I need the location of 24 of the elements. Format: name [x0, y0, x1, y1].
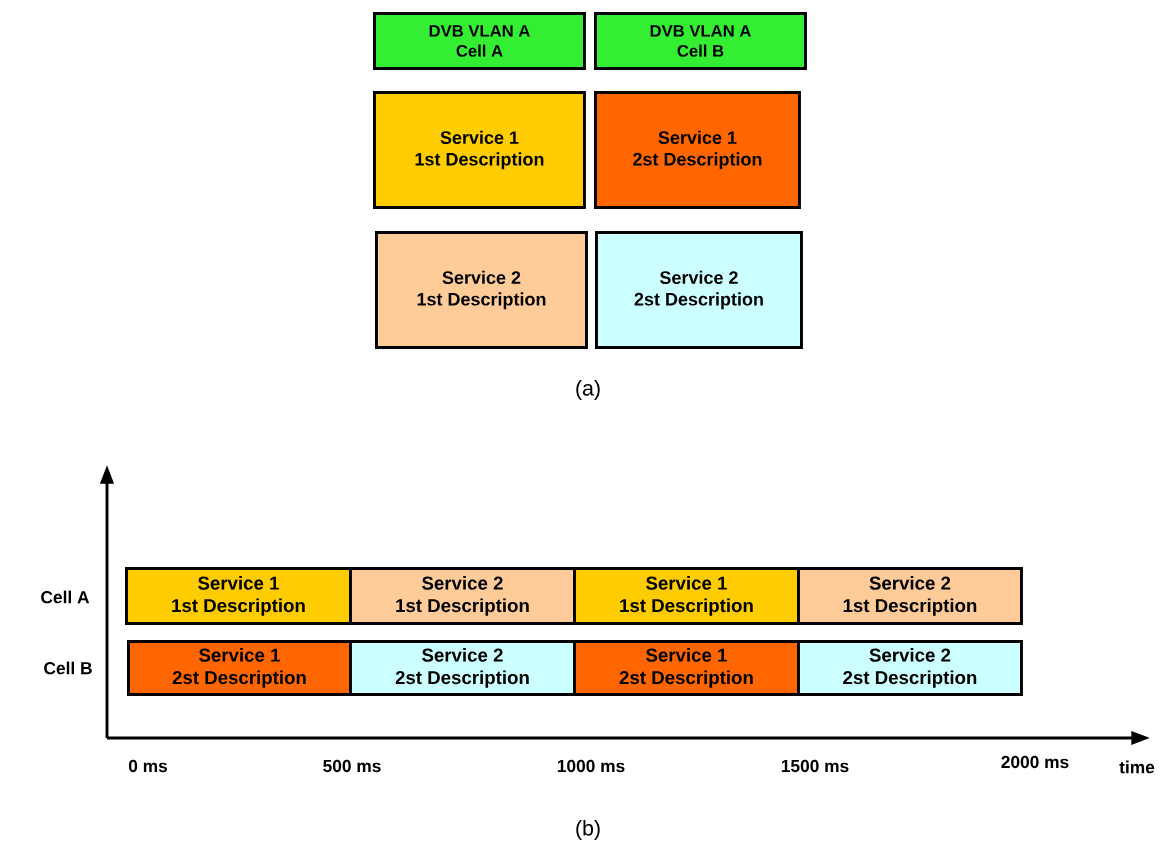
- service-box: Service 2 1st Description: [375, 231, 588, 349]
- time-slot: Service 1 1st Description: [125, 567, 352, 625]
- service-box: Service 2 2st Description: [595, 231, 803, 349]
- axis-label: time: [1119, 760, 1155, 774]
- tick-label: 2000 ms: [1001, 755, 1069, 769]
- time-slot: Service 2 1st Description: [797, 567, 1023, 625]
- tick-label: 0 ms: [128, 759, 168, 773]
- row-label: Cell A: [41, 590, 90, 604]
- tick-label: 500 ms: [323, 759, 381, 773]
- time-slot: Service 1 2st Description: [573, 640, 800, 696]
- cell-box: DVB VLAN A Cell B: [594, 12, 807, 70]
- cell-box: DVB VLAN A Cell A: [373, 12, 586, 70]
- tick-label: 1500 ms: [781, 759, 849, 773]
- panel-label: (a): [576, 380, 600, 400]
- panel-label: (b): [576, 820, 600, 840]
- time-slot: Service 2 1st Description: [349, 567, 576, 625]
- time-slot: Service 2 2st Description: [797, 640, 1023, 696]
- service-box: Service 1 1st Description: [373, 91, 586, 209]
- service-box: Service 1 2st Description: [594, 91, 801, 209]
- time-slot: Service 1 2st Description: [127, 640, 352, 696]
- row-label: Cell B: [44, 661, 92, 675]
- time-slot: Service 1 1st Description: [573, 567, 800, 625]
- time-slot: Service 2 2st Description: [349, 640, 576, 696]
- tick-label: 1000 ms: [557, 759, 625, 773]
